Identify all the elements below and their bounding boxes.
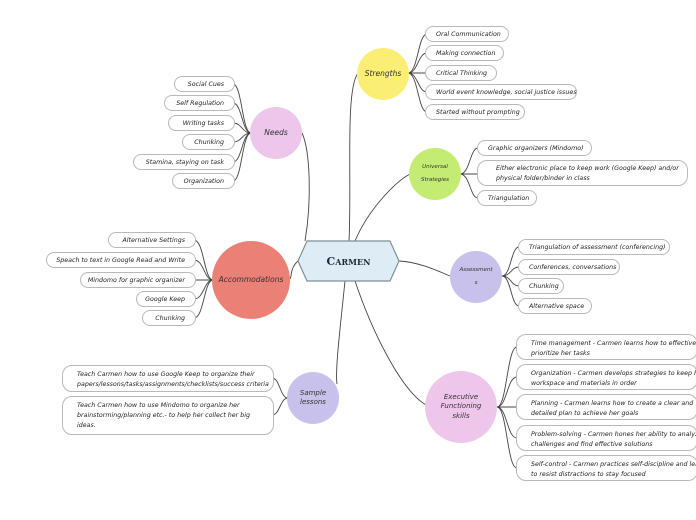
- assessment-label-line2: s: [474, 280, 478, 286]
- sample-label-line2: lessons: [300, 398, 326, 406]
- executive-item-planning[interactable]: Planning - Carmen learns how to create a…: [516, 394, 696, 420]
- assessment-label-line1: Assessment: [459, 266, 493, 273]
- executive-label-line1: Executive: [443, 393, 479, 402]
- topic-sample-lessons[interactable]: Sample lessons: [287, 372, 339, 424]
- accommodations-item-chunking[interactable]: Chunking: [142, 310, 196, 326]
- executive-item-line1: Self-control - Carmen practices self-dis…: [531, 461, 696, 468]
- topic-strengths[interactable]: Strengths: [357, 48, 409, 100]
- universal-item-triangulation[interactable]: Triangulation: [477, 190, 537, 206]
- accommodations-item-google-keep[interactable]: Google Keep: [136, 291, 196, 307]
- sample-item-line1: Teach Carmen how to use Mindomo to organ…: [77, 402, 240, 409]
- executive-item-organization[interactable]: Organization - Carmen develops strategie…: [516, 364, 696, 390]
- accommodations-item-speech-to-text[interactable]: Speach to text in Google Read and Write: [46, 252, 196, 268]
- accommodations-item-alternative-settings[interactable]: Alternative Settings: [108, 232, 196, 248]
- sample-item-line3: ideas.: [77, 422, 96, 430]
- central-topic-shape: [297, 240, 400, 282]
- needs-item-self-regulation[interactable]: Self Regulation: [164, 95, 235, 111]
- executive-item-line1: Time management - Carmen learns how to e…: [531, 340, 696, 347]
- strengths-item-critical-thinking[interactable]: Critical Thinking: [425, 65, 497, 81]
- accommodations-item-mindomo[interactable]: Mindomo for graphic organizer: [80, 272, 196, 288]
- sample-label-line1: Sample: [299, 388, 327, 397]
- topic-accommodations[interactable]: Accommodations: [212, 241, 290, 319]
- executive-item-line2: workspace and materials in order: [531, 380, 637, 388]
- universal-item-graphic-organizers[interactable]: Graphic organizers (Mindomo): [477, 140, 592, 156]
- topic-universal-strategies[interactable]: Universal Strategies: [409, 148, 461, 200]
- sample-item-line2: brainstorming/planning etc.- to help her…: [77, 412, 250, 420]
- assessment-item-conferences[interactable]: Conferences, conversations: [518, 259, 620, 275]
- sample-item-google-keep-lesson[interactable]: Teach Carmen how to use Google Keep to o…: [62, 365, 274, 392]
- strengths-item-oral-communication[interactable]: Oral Communication: [425, 26, 509, 42]
- needs-item-writing-tasks[interactable]: Writing tasks: [168, 115, 235, 131]
- executive-item-self-control[interactable]: Self-control - Carmen practices self-dis…: [516, 455, 696, 481]
- sample-item-line2: papers/lessons/tasks/assignments/checkli…: [77, 381, 269, 389]
- executive-item-line2: detailed plan to achieve her goals: [531, 410, 639, 418]
- universal-item-electronic-place-line2: physical folder/binder in class: [496, 175, 590, 183]
- universal-item-electronic-place-line1: Either electronic place to keep work (Go…: [496, 165, 679, 172]
- strengths-item-making-connection[interactable]: Making connection: [425, 45, 504, 61]
- executive-item-time-management[interactable]: Time management - Carmen learns how to e…: [516, 334, 696, 360]
- executive-label-line2: Functioning: [440, 402, 482, 411]
- sample-item-line1: Teach Carmen how to use Google Keep to o…: [77, 371, 255, 378]
- central-topic-carmen[interactable]: Carmen: [326, 254, 371, 268]
- universal-item-electronic-place[interactable]: Either electronic place to keep work (Go…: [477, 160, 688, 186]
- executive-item-line2: to resist distractions to stay focused: [531, 471, 646, 479]
- topic-executive-functioning[interactable]: Executive Functioning skills: [425, 371, 497, 443]
- needs-item-chunking[interactable]: Chunking: [182, 134, 235, 150]
- strengths-item-started-without-prompting[interactable]: Started without prompting: [425, 104, 525, 120]
- sample-item-mindomo-lesson[interactable]: Teach Carmen how to use Mindomo to organ…: [62, 396, 274, 435]
- executive-item-line2: prioritize her tasks: [531, 350, 590, 358]
- executive-item-line2: challenges and find effective solutions: [531, 441, 653, 449]
- needs-item-organization[interactable]: Organization: [172, 173, 235, 189]
- topic-needs[interactable]: Needs: [250, 107, 302, 159]
- strengths-item-world-event-knowledge[interactable]: World event knowledge, social justice is…: [425, 84, 577, 100]
- needs-item-social-cues[interactable]: Social Cues: [174, 76, 235, 92]
- universal-label-line1: Universal: [422, 163, 448, 170]
- executive-item-problem-solving[interactable]: Problem-solving - Carmen hones her abili…: [516, 425, 696, 451]
- needs-item-stamina[interactable]: Stamina, staying on task: [133, 154, 235, 170]
- topic-assessments[interactable]: Assessment s: [450, 251, 502, 303]
- assessment-item-chunking[interactable]: Chunking: [518, 278, 564, 294]
- assessment-item-triangulation[interactable]: Triangulation of assessment (conferencin…: [518, 239, 670, 255]
- executive-item-line1: Planning - Carmen learns how to create a…: [531, 400, 694, 407]
- universal-label-line2: Strategies: [420, 177, 450, 183]
- executive-label-line3: skills: [452, 411, 470, 420]
- executive-item-line1: Problem-solving - Carmen hones her abili…: [531, 431, 696, 438]
- assessment-item-alternative-space[interactable]: Alternative space: [518, 298, 592, 314]
- executive-item-line1: Organization - Carmen develops strategie…: [531, 370, 696, 377]
